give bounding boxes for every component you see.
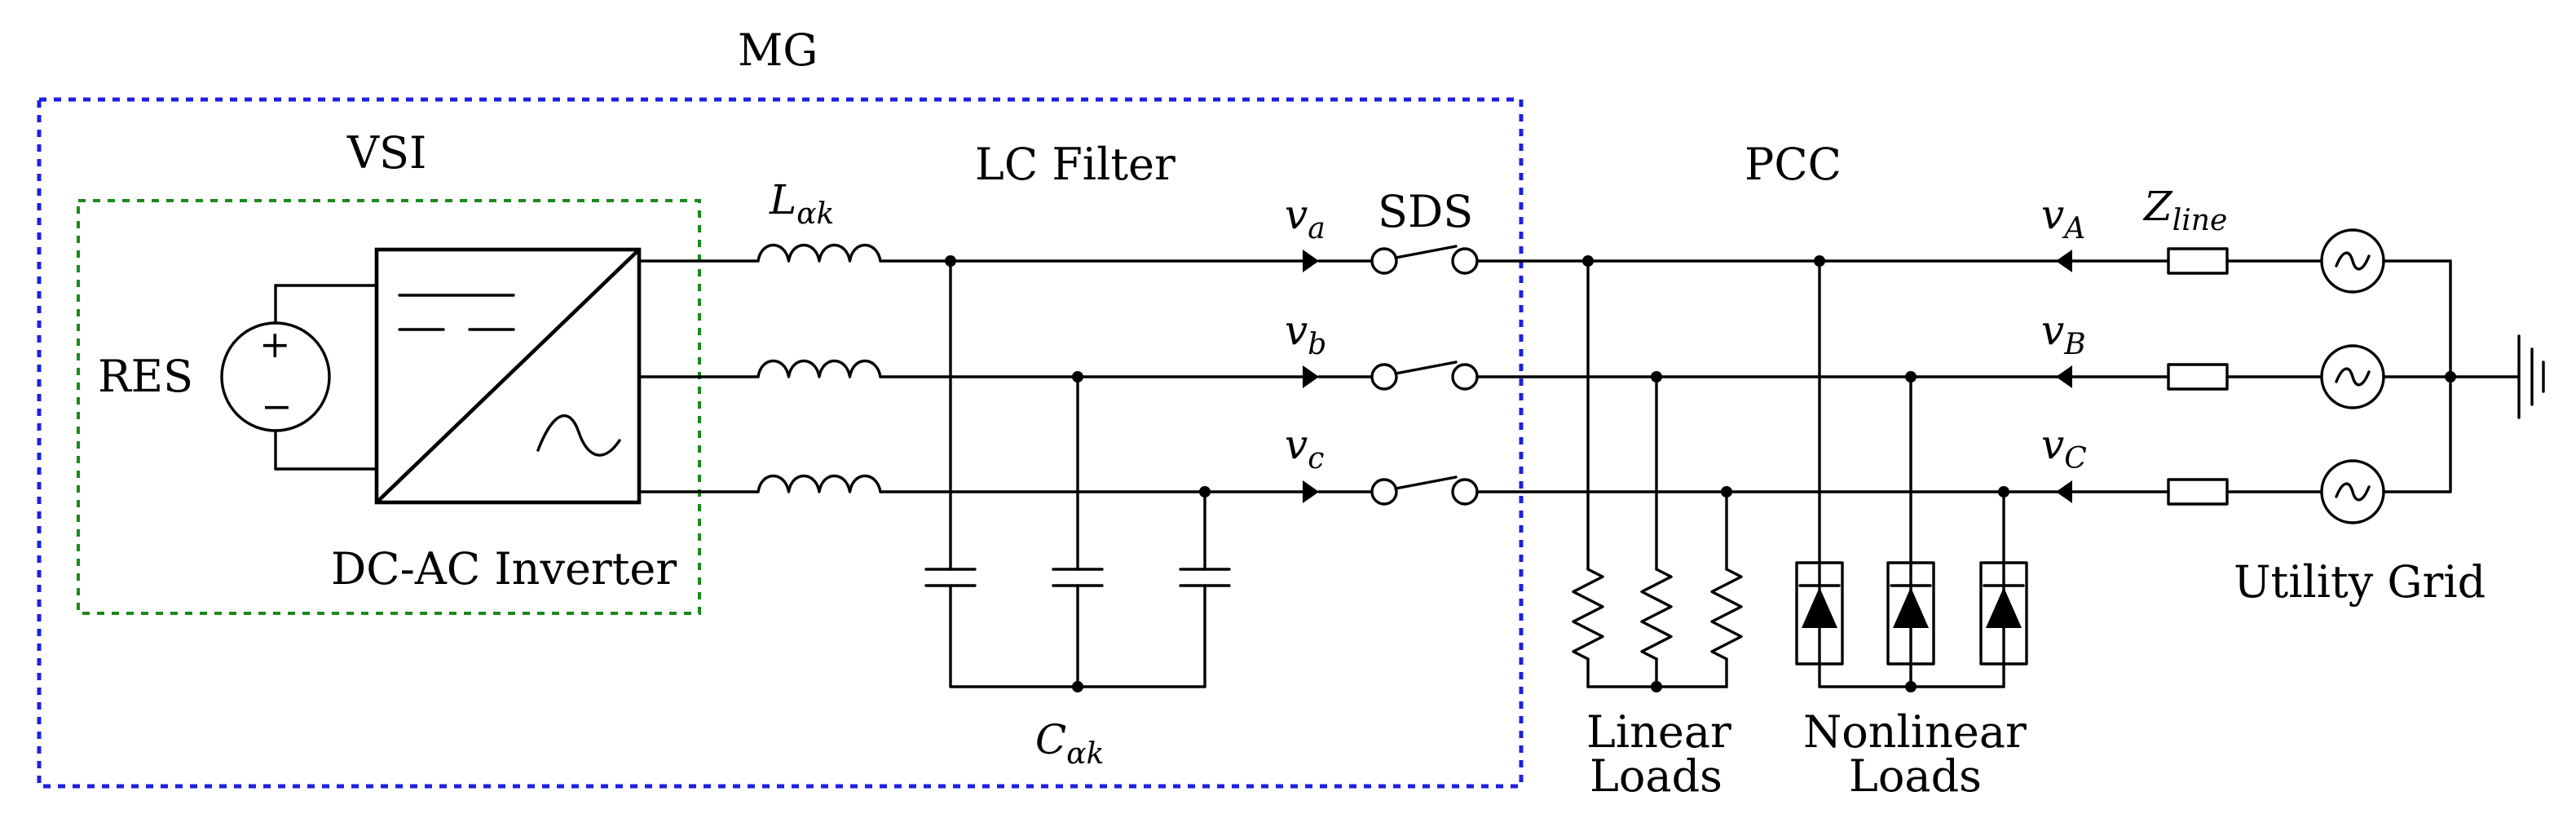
lc-filter-label: LC Filter bbox=[975, 139, 1176, 190]
res-plus-sign: + bbox=[259, 322, 291, 366]
capacitor-branches bbox=[949, 259, 1206, 688]
linear-loads-label-line1: Linear bbox=[1586, 706, 1731, 758]
phase-label-vA: vA bbox=[2041, 191, 2085, 245]
diode-unit bbox=[1979, 561, 2028, 666]
inductor-coil bbox=[756, 243, 882, 263]
mg-frame bbox=[37, 97, 1524, 789]
inductor-label: Lαk bbox=[769, 176, 834, 231]
resistor-zigzag bbox=[1640, 568, 1673, 661]
vsi-frame bbox=[77, 199, 701, 615]
linear-load-wires bbox=[1586, 259, 1728, 688]
phase-arrows-grid-side bbox=[2056, 250, 2170, 503]
inductor-coil bbox=[756, 474, 882, 493]
res-minus-sign: − bbox=[261, 384, 293, 428]
vsi-label: VSI bbox=[346, 127, 426, 179]
phase-label-vb: vb bbox=[1285, 307, 1326, 361]
utility-grid-label: Utility Grid bbox=[2234, 556, 2486, 608]
inverter-label: DC-AC Inverter bbox=[331, 543, 677, 595]
ground-icon bbox=[2449, 334, 2545, 419]
resistor-zigzag bbox=[1710, 568, 1743, 661]
line-impedance-icon bbox=[2167, 247, 2322, 506]
diode-unit bbox=[1795, 561, 1844, 666]
linear-loads-label-line2: Loads bbox=[1590, 750, 1722, 802]
capacitor-icon bbox=[924, 568, 1231, 587]
nonlinear-loads-label-line1: Nonlinear bbox=[1803, 706, 2027, 758]
diode-icon bbox=[1795, 561, 2028, 666]
phase-label-vC: vC bbox=[2041, 421, 2087, 475]
diode-unit bbox=[1886, 561, 1935, 666]
pcc-label: PCC bbox=[1745, 139, 1842, 190]
mg-label: MG bbox=[738, 24, 818, 76]
inverter-box-icon bbox=[374, 247, 642, 505]
nonlinear-loads-label-line2: Loads bbox=[1849, 750, 1982, 802]
sds-label: SDS bbox=[1378, 186, 1473, 237]
zline-label: Zline bbox=[2142, 183, 2227, 237]
phase-arrows-inverter-side bbox=[1303, 250, 1373, 503]
inductor-icon bbox=[756, 243, 882, 493]
res-label: RES bbox=[98, 351, 193, 402]
phase-label-vB: vB bbox=[2041, 307, 2086, 361]
phase-label-va: va bbox=[1285, 191, 1325, 245]
resistor-zigzag bbox=[1572, 568, 1604, 661]
dc-voltage-source-icon bbox=[220, 284, 378, 471]
switch-icon bbox=[1370, 245, 1479, 506]
capacitor-label: Cαk bbox=[1035, 716, 1104, 771]
phase-label-vc: vc bbox=[1285, 421, 1324, 475]
resistor-icon bbox=[1572, 568, 1743, 661]
ac-source-icon bbox=[2320, 228, 2452, 524]
inductor-coil bbox=[756, 359, 882, 378]
